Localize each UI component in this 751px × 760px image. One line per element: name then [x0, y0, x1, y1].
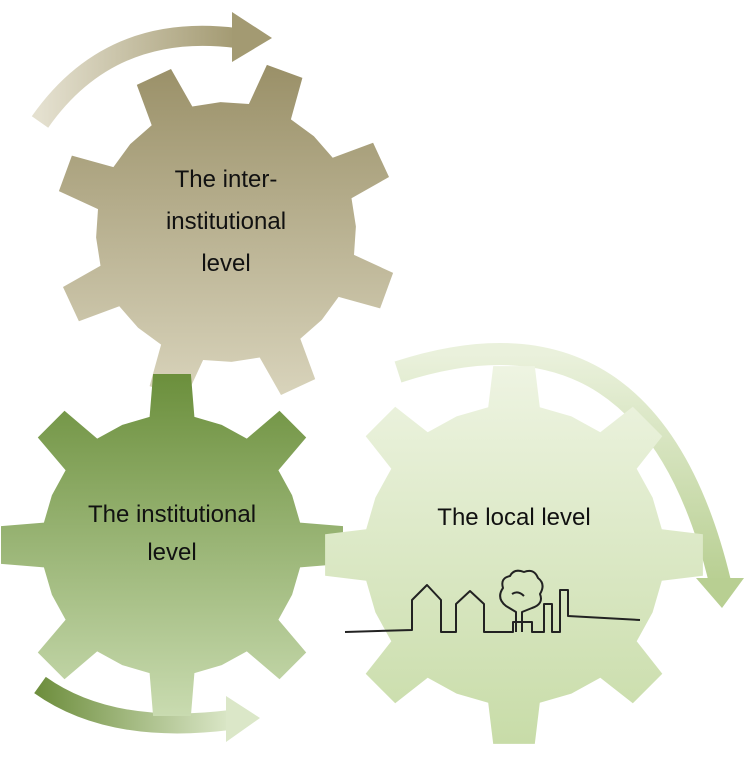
- institutional-label-line-2: level: [147, 539, 196, 566]
- inter-institutional-label-line-3: level: [201, 250, 250, 277]
- arrow-top-left-icon: [31, 12, 272, 128]
- local-label: The local level: [437, 504, 590, 531]
- arrow-bottom-left-icon: [34, 676, 260, 742]
- town-sketch-icon: [344, 569, 641, 633]
- inter-institutional-label-line-1: The inter-: [175, 166, 278, 193]
- gear-inst-shape: [1, 374, 343, 716]
- arrow-right-icon: [394, 343, 744, 608]
- inter-institutional-gear: [58, 64, 394, 400]
- inter-institutional-label-line-2: institutional: [166, 208, 286, 235]
- institutional-gear: [1, 374, 343, 716]
- gear-inter-shape: [58, 64, 394, 400]
- institutional-label-line-1: The institutional: [88, 501, 256, 528]
- gear-local-shape: [325, 366, 703, 744]
- local-gear: [325, 366, 703, 744]
